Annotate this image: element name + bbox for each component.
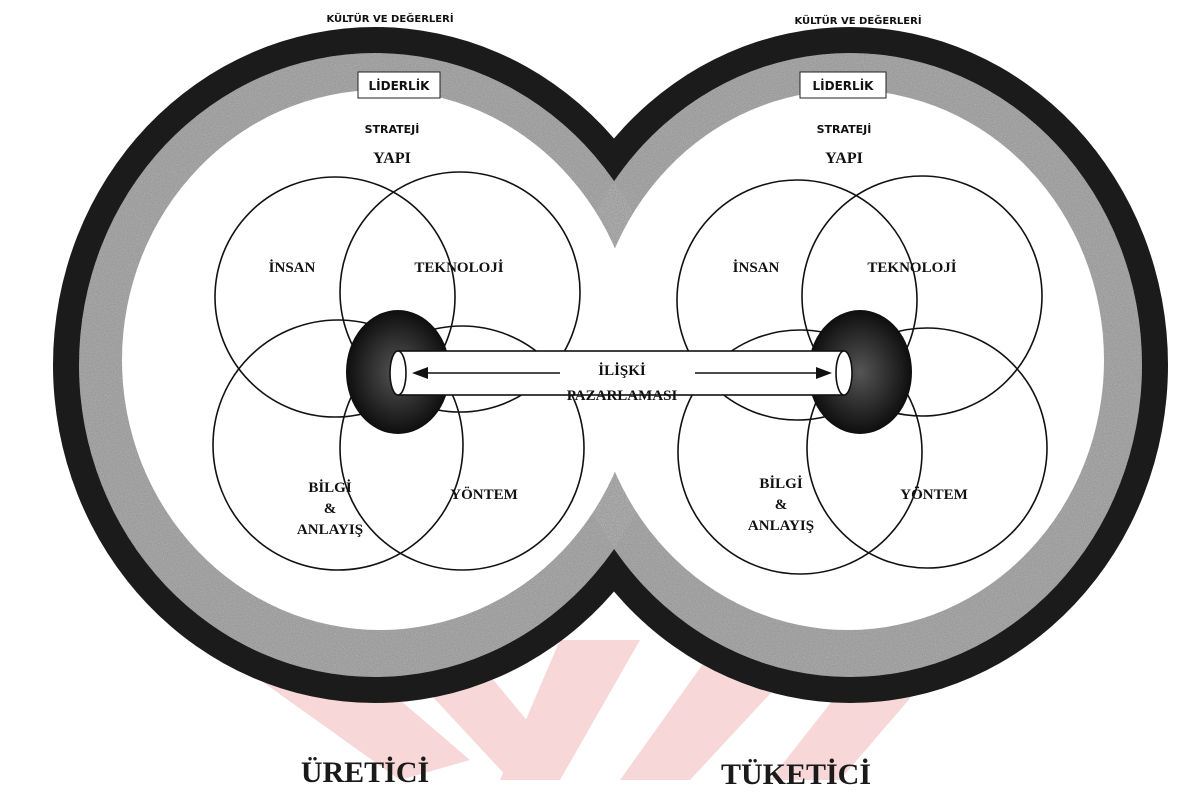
- left-technology-label: TEKNOLOJİ: [414, 259, 503, 276]
- right-structure-label: YAPI: [825, 150, 863, 167]
- right-people-label: İNSAN: [733, 259, 780, 276]
- link-label-line2: PAZARLAMASI: [567, 388, 678, 404]
- right-method-label: YÖNTEM: [900, 486, 968, 503]
- right-knowledge-line1: BİLGİ: [759, 475, 803, 492]
- right-strategy-label: STRATEJİ: [817, 122, 872, 136]
- left-method-label: YÖNTEM: [450, 486, 518, 503]
- left-knowledge-line3: ANLAYIŞ: [297, 522, 363, 538]
- right-leadership-label: LİDERLİK: [813, 78, 875, 93]
- link-label-line1: İLİŞKİ: [598, 362, 646, 379]
- right-knowledge-line3: ANLAYIŞ: [748, 518, 814, 534]
- left-leadership-label: LİDERLİK: [369, 78, 431, 93]
- right-knowledge-line2: &: [775, 497, 788, 513]
- left-culture-label: KÜLTÜR VE DEĞERLERİ: [326, 11, 453, 25]
- left-strategy-label: STRATEJİ: [365, 122, 420, 136]
- consumer-label: TÜKETİCİ: [721, 758, 871, 791]
- left-people-label: İNSAN: [269, 259, 316, 276]
- producer-label: ÜRETİCİ: [301, 756, 429, 789]
- left-knowledge-line1: BİLGİ: [308, 479, 352, 496]
- right-technology-label: TEKNOLOJİ: [867, 259, 956, 276]
- left-structure-label: YAPI: [373, 150, 411, 167]
- right-culture-label: KÜLTÜR VE DEĞERLERİ: [794, 13, 921, 27]
- left-knowledge-line2: &: [324, 501, 337, 517]
